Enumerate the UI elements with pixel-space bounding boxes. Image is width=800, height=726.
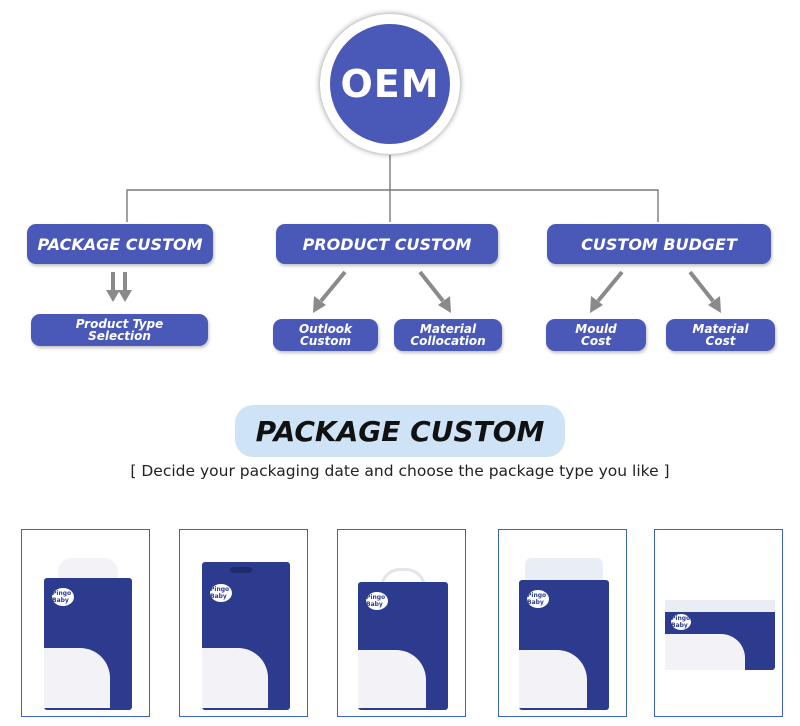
diaper-package-image: Pingo Baby bbox=[202, 562, 290, 710]
product-card: Pingo Baby bbox=[21, 529, 150, 717]
arrow-mould bbox=[596, 270, 624, 303]
leaf-mould-cost: Mould Cost bbox=[546, 319, 646, 351]
leaf-product-type-selection: Product Type Selection bbox=[31, 314, 208, 346]
section-title: PACKAGE CUSTOM bbox=[235, 405, 565, 457]
arrow-material-cost bbox=[688, 270, 715, 303]
product-card: Pingo Baby bbox=[179, 529, 308, 717]
branch-custom-budget: CUSTOM BUDGET bbox=[547, 224, 771, 264]
leaf-material-collocation: Material Collocation bbox=[394, 319, 502, 351]
oem-root-node: OEM bbox=[330, 24, 450, 144]
diaper-package-image: Pingo Baby bbox=[665, 600, 775, 670]
brand-logo: Pingo Baby bbox=[52, 588, 74, 606]
brand-logo: Pingo Baby bbox=[671, 614, 691, 630]
diaper-package-image: Pingo Baby bbox=[519, 558, 609, 710]
leaf-outlook-custom: Outlook Custom bbox=[273, 319, 378, 351]
product-card: Pingo Baby bbox=[654, 529, 783, 717]
section-subtitle: [ Decide your packaging date and choose … bbox=[130, 462, 670, 480]
diaper-package-image: Pingo Baby bbox=[44, 558, 132, 710]
brand-logo: Pingo Baby bbox=[366, 592, 388, 610]
branch-connector bbox=[126, 189, 659, 222]
product-card: Pingo Baby bbox=[337, 529, 466, 717]
brand-logo: Pingo Baby bbox=[527, 590, 549, 608]
arrow-outlook bbox=[319, 270, 347, 303]
product-card: Pingo Baby bbox=[498, 529, 627, 717]
arrow-material-collocation bbox=[418, 270, 445, 303]
branch-package-custom: PACKAGE CUSTOM bbox=[27, 224, 213, 264]
branch-product-custom: PRODUCT CUSTOM bbox=[276, 224, 498, 264]
leaf-material-cost: Material Cost bbox=[666, 319, 775, 351]
diaper-package-image: Pingo Baby bbox=[358, 568, 448, 710]
brand-logo: Pingo Baby bbox=[210, 584, 232, 602]
